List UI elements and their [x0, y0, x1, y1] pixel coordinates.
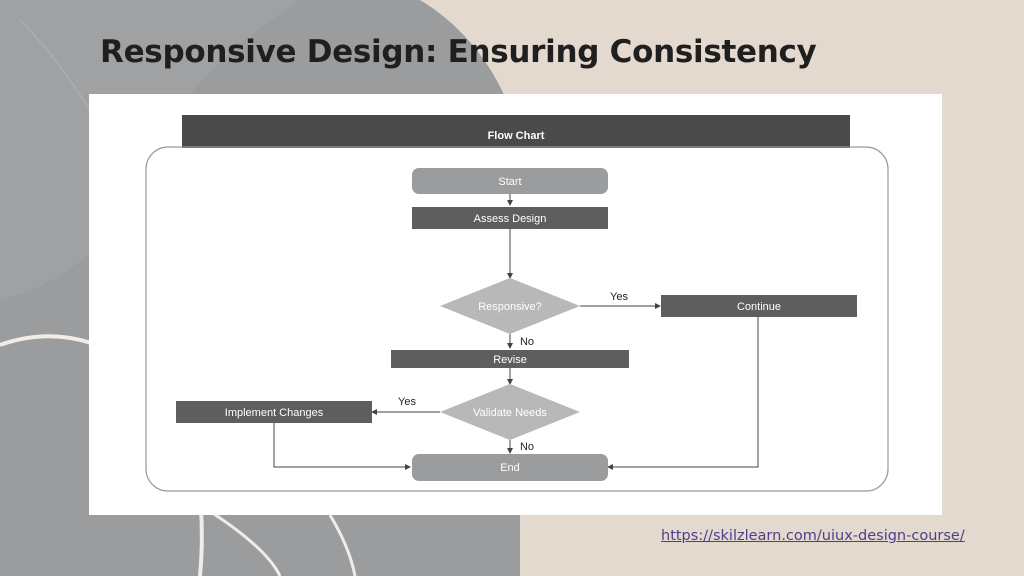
node-assess-design — [412, 207, 608, 229]
node-assess-design-label: Assess Design — [474, 213, 547, 225]
node-continue — [661, 295, 857, 317]
node-revise — [391, 350, 629, 368]
node-validate-decision — [440, 384, 580, 440]
course-link[interactable]: https://skilzlearn.com/uiux-design-cours… — [661, 528, 965, 544]
node-end — [412, 454, 608, 481]
node-responsive-decision — [440, 278, 580, 334]
flowchart-diagram: Flow Chart Start Assess Design Responsiv… — [145, 115, 889, 492]
node-implement-label: Implement Changes — [225, 407, 324, 419]
flowchart-frame — [145, 146, 889, 492]
node-responsive-label: Responsive? — [478, 301, 542, 313]
node-continue-label: Continue — [737, 301, 781, 313]
node-start — [412, 168, 608, 194]
flowchart-header-bar — [182, 115, 850, 148]
edge-label-responsive-no: No — [520, 336, 534, 348]
flowchart-panel: Flow Chart Start Assess Design Responsiv… — [89, 94, 942, 515]
edge-label-responsive-yes: Yes — [610, 291, 628, 303]
node-revise-label: Revise — [493, 354, 527, 366]
edge-implement-end — [273, 423, 411, 470]
node-implement-changes — [176, 401, 372, 423]
node-start-label: Start — [498, 176, 521, 188]
slide-title: Responsive Design: Ensuring Consistency — [100, 34, 817, 70]
edge-label-validate-no: No — [520, 441, 534, 453]
node-end-label: End — [500, 462, 520, 474]
curve-line-right — [328, 514, 357, 576]
flowchart-header: Flow Chart — [488, 130, 545, 142]
node-validate-label: Validate Needs — [473, 407, 547, 419]
edge-label-validate-yes: Yes — [398, 396, 416, 408]
connectors — [273, 194, 759, 470]
edge-continue-end — [607, 317, 759, 470]
